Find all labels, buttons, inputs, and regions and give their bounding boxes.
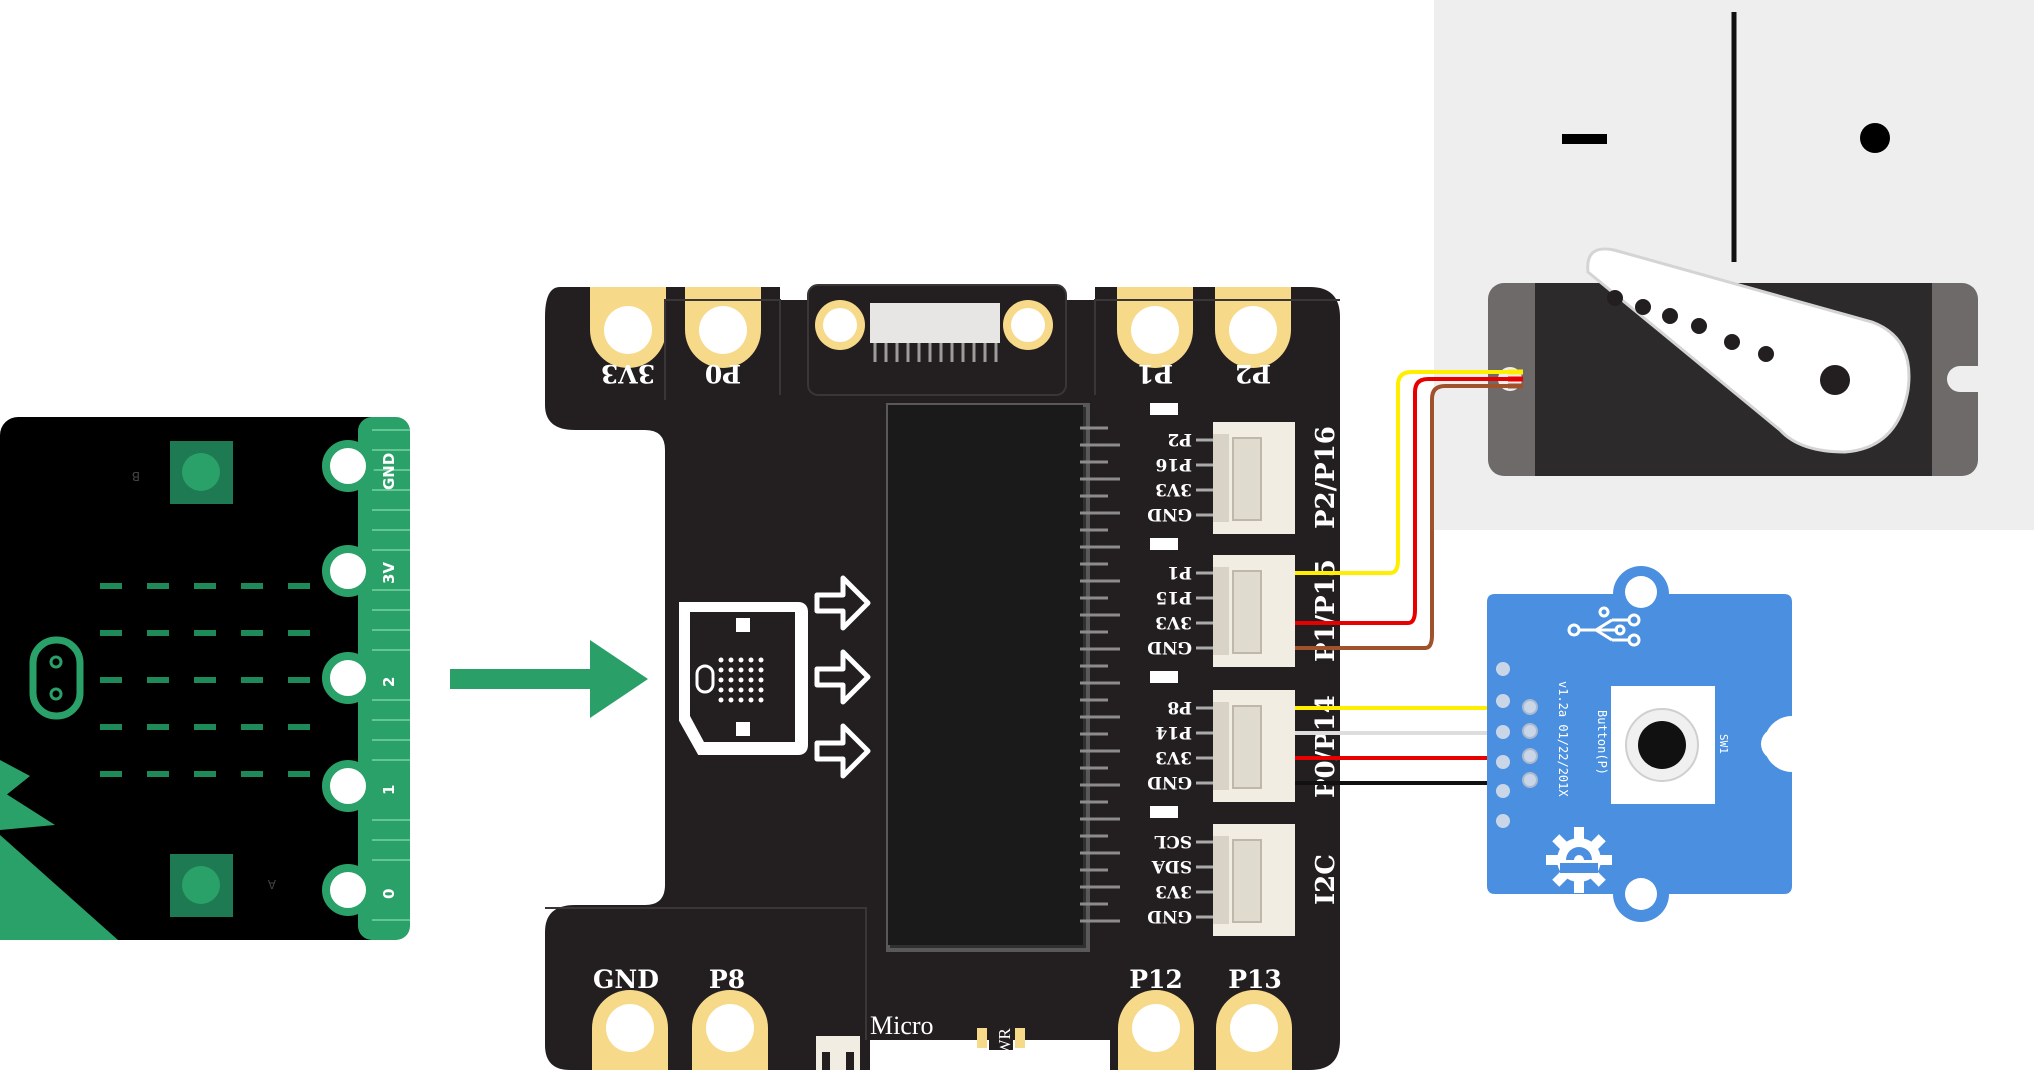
- group3-pin-1: P8: [1167, 697, 1192, 717]
- module-name-text: Button(P): [1595, 710, 1609, 775]
- group4-pin-3: 3V3: [1155, 881, 1192, 901]
- pad-0: [322, 864, 374, 916]
- group4-pin-2: SDA: [1151, 856, 1192, 876]
- pad-2: [322, 652, 374, 704]
- edge-label-3v: 3V: [380, 562, 398, 584]
- microbit-outline-icon: [679, 602, 808, 755]
- top-pad-label-p1: P1: [1137, 359, 1173, 388]
- group2-pin-2: P15: [1156, 587, 1192, 607]
- group1-name: P2/P16: [1311, 426, 1341, 529]
- top-pad-label-p0: P0: [705, 359, 741, 388]
- connector-group-p1-p15: P1 P15 3V3 GND P1/P15: [1147, 555, 1341, 667]
- microbit-corner-deco-2: [0, 760, 30, 800]
- connector-group-p2-p16: P2 P16 3V3 GND P2/P16: [1147, 422, 1341, 534]
- servo-arm: [1586, 247, 1911, 454]
- usb-label-line2: USB: [870, 1039, 921, 1068]
- group2-pin-3: 3V3: [1155, 612, 1192, 632]
- bottom-pad-labels: GND P8 P12 P13: [593, 965, 1282, 994]
- group4-name: I2C: [1311, 854, 1341, 905]
- led-matrix: [100, 583, 310, 777]
- group3-name: P0/P14: [1311, 695, 1341, 798]
- edge-connector-teeth: [372, 429, 410, 921]
- power-label: PWR: [995, 1028, 1014, 1066]
- bottom-pad-label-p13: P13: [1228, 965, 1282, 994]
- pad-gnd: [322, 440, 374, 492]
- group3-pin-2: P14: [1155, 722, 1192, 742]
- push-switch: [1611, 686, 1715, 804]
- servo-dot-mark: [1860, 123, 1890, 153]
- group4-pin-4: GND: [1147, 906, 1192, 926]
- microbit-corner-deco: [0, 835, 118, 940]
- module-version-text: v1.2a 01/22/201X: [1556, 681, 1570, 797]
- micro-usb-port: [816, 1036, 860, 1070]
- ribbon-connector: [807, 284, 1067, 396]
- bottom-pad-label-gnd: GND: [593, 965, 659, 994]
- expansion-board: 3V3 P0 P1 P2: [545, 284, 1341, 1070]
- edge-label-2: 2: [380, 677, 398, 687]
- group1-pin-3: 3V3: [1155, 479, 1192, 499]
- pad-1: [322, 760, 374, 812]
- group2-pin-1: P1: [1167, 562, 1192, 582]
- top-pad-label-3v3: 3V3: [601, 359, 655, 388]
- usb-label-line1: Micro: [870, 1011, 934, 1040]
- bottom-pad-label-p8: P8: [709, 965, 745, 994]
- group1-pin-4: GND: [1147, 504, 1192, 524]
- edge-label-1: 1: [380, 785, 398, 795]
- button-wires: [1295, 706, 1516, 785]
- power-led: [977, 1026, 1025, 1050]
- group1-pin-2: P16: [1156, 454, 1192, 474]
- servo-panel: [1434, 0, 2034, 530]
- switch-label: SW1: [1717, 734, 1730, 754]
- microbit-button-b: [170, 441, 233, 504]
- group4-pin-1: SCL: [1154, 831, 1192, 851]
- group3-pin-3: 3V3: [1155, 747, 1192, 767]
- wire-brown-servo: [1295, 384, 1523, 650]
- connector-group-p0-p14: P8 P14 3V3 GND P0/P14: [1147, 690, 1341, 802]
- seeed-logo-icon: [1567, 606, 1641, 647]
- button-b-label: B: [132, 469, 140, 483]
- microbit-button-a: [170, 854, 233, 917]
- servo-wires: [1295, 370, 1523, 650]
- insert-direction-arrows: [814, 575, 871, 779]
- edge-label-gnd: GND: [380, 453, 398, 490]
- edge-label-0: 0: [380, 889, 398, 899]
- microbit-board: GND 3V 2 1 0 B A: [0, 417, 410, 940]
- top-pad-labels: 3V3 P0 P1 P2: [601, 359, 1271, 388]
- wire-red-servo: [1295, 377, 1523, 625]
- top-pad-label-p2: P2: [1235, 359, 1271, 388]
- button-module: v1.2a 01/22/201X Button(P) SW1: [1487, 566, 1793, 922]
- group1-pin-1: P2: [1167, 429, 1192, 449]
- wire-yellow-servo: [1295, 370, 1523, 575]
- microbit-corner-deco-3: [0, 790, 55, 830]
- gear-icon: [1546, 827, 1612, 893]
- bottom-pad-label-p12: P12: [1129, 965, 1183, 994]
- edge-slot: [886, 403, 1120, 952]
- servo-motor: [1488, 247, 1978, 476]
- microbit-edge-labels: GND 3V 2 1 0: [380, 453, 398, 899]
- microbit-logo: [29, 636, 84, 720]
- module-pin-holes: [1496, 662, 1510, 828]
- insert-arrow: [450, 640, 648, 718]
- module-grove-pins: [1522, 699, 1538, 788]
- servo-minus-mark: [1562, 134, 1607, 144]
- connector-group-i2c: SCL SDA 3V3 GND I2C: [1147, 824, 1341, 936]
- pad-3v: [322, 545, 374, 597]
- group2-name: P1/P15: [1311, 559, 1341, 662]
- group2-pin-4: GND: [1147, 637, 1192, 657]
- microbit-ring-pads: [322, 440, 374, 916]
- group3-pin-4: GND: [1147, 772, 1192, 792]
- button-a-label: A: [267, 877, 276, 891]
- microbit-edge-connector: [358, 417, 410, 940]
